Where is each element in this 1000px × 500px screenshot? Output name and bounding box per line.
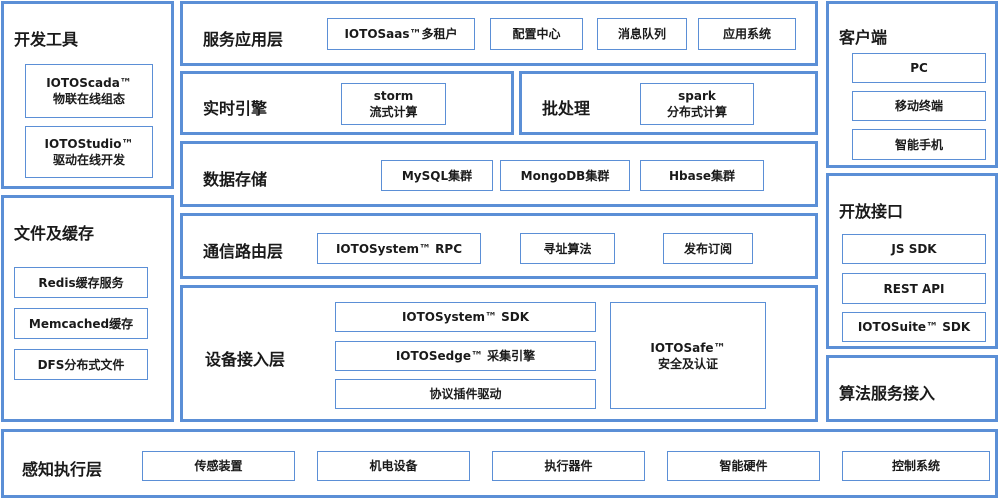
client-title: 客户端 [839, 28, 888, 47]
iotosedge-box: IOTOSedge™ 采集引擎 [335, 341, 596, 371]
protocol-plugin-box: 协议插件驱动 [335, 379, 596, 409]
redis-box: Redis缓存服务 [14, 267, 148, 298]
iotosafe-name: IOTOSafe™ [650, 340, 726, 355]
dfs-box: DFS分布式文件 [14, 349, 148, 380]
service-layer-panel: 服务应用层 IOTOSaas™多租户 配置中心 消息队列 应用系统 [180, 1, 818, 66]
mobile-terminal-box: 移动终端 [852, 91, 986, 121]
smartphone-box: 智能手机 [852, 129, 986, 160]
open-api-panel: 开放接口 JS SDK REST API IOTOSuite™ SDK [826, 173, 998, 349]
addressing-box: 寻址算法 [520, 233, 615, 264]
iotostudio-box: IOTOStudio™ 驱动在线开发 [25, 126, 153, 178]
data-storage-panel: 数据存储 MySQL集群 MongoDB集群 Hbase集群 [180, 141, 818, 207]
app-system-box: 应用系统 [698, 18, 796, 50]
js-sdk-box: JS SDK [842, 234, 986, 264]
iotoscada-box: IOTOScada™ 物联在线组态 [25, 64, 153, 118]
storm-box: storm 流式计算 [341, 83, 446, 125]
routing-layer-title: 通信路由层 [203, 242, 284, 261]
saas-box: IOTOSaas™多租户 [327, 18, 475, 50]
storm-desc: 流式计算 [369, 105, 418, 119]
storm-name: storm [373, 89, 414, 103]
iotosuite-sdk-box: IOTOSuite™ SDK [842, 312, 986, 342]
routing-layer-panel: 通信路由层 IOTOSystem™ RPC 寻址算法 发布订阅 [180, 213, 818, 279]
actuator-box: 执行器件 [492, 451, 645, 481]
rpc-box: IOTOSystem™ RPC [317, 233, 481, 264]
smart-hardware-box: 智能硬件 [667, 451, 820, 481]
hbase-box: Hbase集群 [640, 160, 764, 191]
batch-panel: 批处理 spark 分布式计算 [519, 71, 818, 135]
algorithm-title: 算法服务接入 [839, 384, 936, 403]
iotosafe-box: IOTOSafe™ 安全及认证 [610, 302, 766, 409]
device-access-title: 设备接入层 [205, 350, 286, 369]
dev-tools-panel: 开发工具 IOTOScada™ 物联在线组态 IOTOStudio™ 驱动在线开… [1, 1, 174, 189]
spark-box: spark 分布式计算 [640, 83, 754, 125]
spark-desc: 分布式计算 [666, 105, 727, 119]
iotostudio-desc: 驱动在线开发 [52, 153, 125, 167]
batch-title: 批处理 [542, 99, 591, 118]
pc-box: PC [852, 53, 986, 83]
client-panel: 客户端 PC 移动终端 智能手机 [826, 1, 998, 168]
file-cache-title: 文件及缓存 [14, 224, 95, 243]
dev-tools-title: 开发工具 [14, 30, 79, 49]
sensor-box: 传感装置 [142, 451, 295, 481]
iotostudio-name: IOTOStudio™ [44, 137, 134, 151]
control-system-box: 控制系统 [842, 451, 990, 481]
iotosystem-sdk-box: IOTOSystem™ SDK [335, 302, 596, 332]
electromechanical-box: 机电设备 [317, 451, 470, 481]
perception-layer-title: 感知执行层 [22, 460, 103, 479]
iotoscada-desc: 物联在线组态 [52, 92, 125, 106]
mongodb-box: MongoDB集群 [500, 160, 630, 191]
realtime-engine-panel: 实时引擎 storm 流式计算 [180, 71, 514, 135]
file-cache-panel: 文件及缓存 Redis缓存服务 Memcached缓存 DFS分布式文件 [1, 195, 174, 422]
config-center-box: 配置中心 [490, 18, 583, 50]
iotosafe-desc: 安全及认证 [657, 356, 718, 371]
open-api-title: 开放接口 [839, 202, 904, 221]
mysql-box: MySQL集群 [381, 160, 493, 191]
service-layer-title: 服务应用层 [203, 30, 284, 49]
spark-name: spark [678, 89, 716, 103]
message-queue-box: 消息队列 [597, 18, 687, 50]
algorithm-panel: 算法服务接入 [826, 355, 998, 422]
perception-layer-panel: 感知执行层 传感装置 机电设备 执行器件 智能硬件 控制系统 [1, 429, 998, 498]
iotoscada-name: IOTOScada™ [46, 76, 132, 90]
rest-api-box: REST API [842, 273, 986, 304]
device-access-panel: 设备接入层 IOTOSystem™ SDK IOTOSedge™ 采集引擎 协议… [180, 285, 818, 422]
realtime-engine-title: 实时引擎 [203, 99, 268, 118]
memcached-box: Memcached缓存 [14, 308, 148, 339]
pubsub-box: 发布订阅 [663, 233, 753, 264]
data-storage-title: 数据存储 [203, 170, 268, 189]
